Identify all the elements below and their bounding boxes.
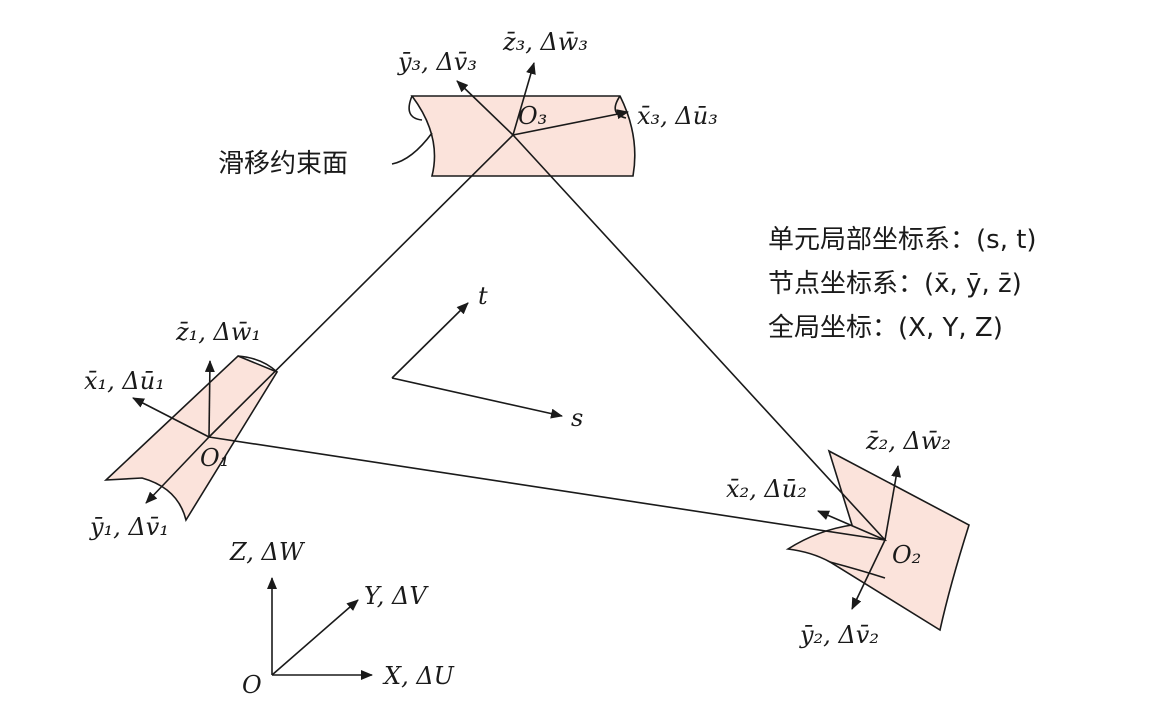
node3-y-axis — [456, 80, 514, 136]
element-s-label: s — [571, 404, 583, 432]
node2-x-label: x̄₂, Δū₂ — [726, 475, 807, 503]
legend-node-coords: 节点坐标系：(x̄, ȳ, z̄) — [768, 269, 1022, 299]
slip-surface-1 — [103, 355, 279, 523]
surface-label-leader — [391, 132, 433, 165]
legend-element-coords: 单元局部坐标系：(s, t) — [768, 225, 1037, 255]
node3-y-label: ȳ₃, Δv̄₃ — [397, 48, 477, 76]
node2-z-axis — [884, 465, 902, 541]
node1-x-axis — [132, 397, 210, 438]
node1-x-label: x̄₁, Δū₁ — [84, 367, 165, 395]
global-x-label: X, ΔU — [382, 662, 455, 690]
node3-z-label: z̄₃, Δw̄₃ — [502, 28, 588, 56]
element-t-axis — [391, 302, 469, 379]
element-t-label: t — [478, 282, 488, 310]
global-y-label: Y, ΔV — [364, 582, 429, 610]
element-s-axis — [391, 377, 563, 419]
node2-y-axis — [851, 539, 886, 610]
node1-y-label: ȳ₁, Δv̄₁ — [89, 513, 169, 541]
node3-origin-label: O₃ — [518, 102, 547, 130]
node1-z-label: z̄₁, Δw̄₁ — [175, 318, 261, 346]
node1-y-axis — [145, 436, 210, 504]
slip-surface-3-left-edge — [408, 95, 423, 121]
node1-z-axis — [204, 360, 215, 438]
node2-x-axis — [817, 510, 886, 541]
slip-surface-2-bottom-edge — [829, 561, 886, 579]
global-z-label: Z, ΔW — [229, 538, 306, 566]
legend-global-coords: 全局坐标：(X, Y, Z) — [768, 313, 1003, 343]
node3-x-axis — [512, 109, 629, 136]
global-origin-label: O — [242, 671, 262, 699]
node3-x-label: x̄₃, Δū₃ — [637, 102, 718, 130]
surface-label: 滑移约束面 — [218, 149, 348, 179]
node2-z-label: z̄₂, Δw̄₂ — [865, 427, 951, 455]
node2-origin-label: O₂ — [892, 541, 921, 569]
global-y-axis — [271, 599, 359, 676]
node3-z-axis — [512, 62, 536, 136]
triangle-element — [207, 133, 888, 542]
slip-surface-1-top-edge — [237, 355, 278, 373]
slip-surface-2 — [785, 449, 970, 632]
node1-origin-label: O₁ — [200, 444, 229, 472]
node2-y-label: ȳ₂, Δv̄₂ — [799, 621, 879, 649]
